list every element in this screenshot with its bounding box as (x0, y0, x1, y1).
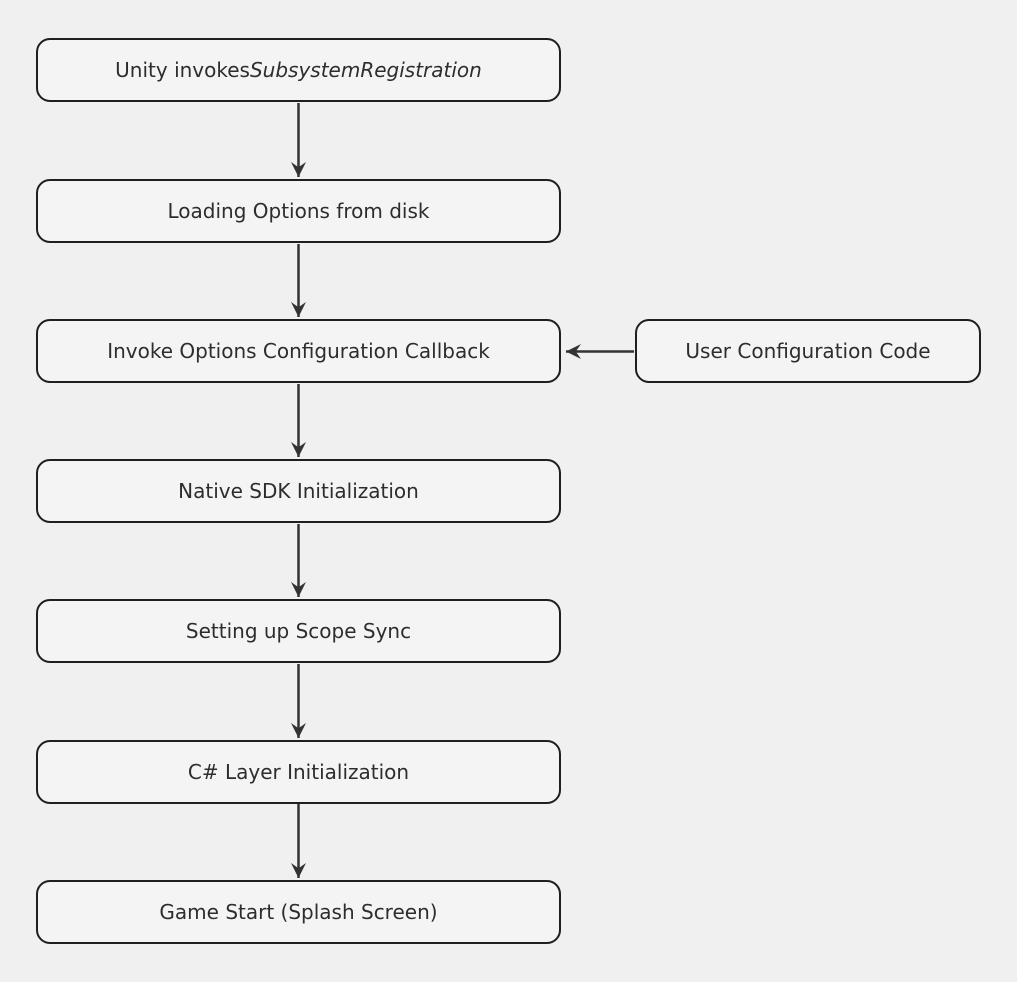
node-label: User Configuration Code (685, 339, 931, 363)
node-setting-up-scope-sync: Setting up Scope Sync (36, 599, 561, 663)
node-label: Native SDK Initialization (178, 479, 419, 503)
node-loading-options-from-disk: Loading Options from disk (36, 179, 561, 243)
node-unity-invokes-subsystemregistration: Unity invokes SubsystemRegistration (36, 38, 561, 102)
node-native-sdk-initialization: Native SDK Initialization (36, 459, 561, 523)
node-label-italic: SubsystemRegistration (249, 58, 482, 82)
node-label: Invoke Options Configuration Callback (107, 339, 490, 363)
node-game-start-splash-screen: Game Start (Splash Screen) (36, 880, 561, 944)
node-label: C# Layer Initialization (187, 760, 410, 784)
node-invoke-options-configuration-callback: Invoke Options Configuration Callback (36, 319, 561, 383)
node-csharp-layer-initialization: C# Layer Initialization (36, 740, 561, 804)
node-user-configuration-code: User Configuration Code (635, 319, 981, 383)
node-label: Setting up Scope Sync (185, 619, 412, 643)
node-label: Loading Options from disk (167, 199, 430, 223)
node-label: Game Start (Splash Screen) (159, 900, 438, 924)
node-label: Unity invokes (115, 58, 250, 82)
